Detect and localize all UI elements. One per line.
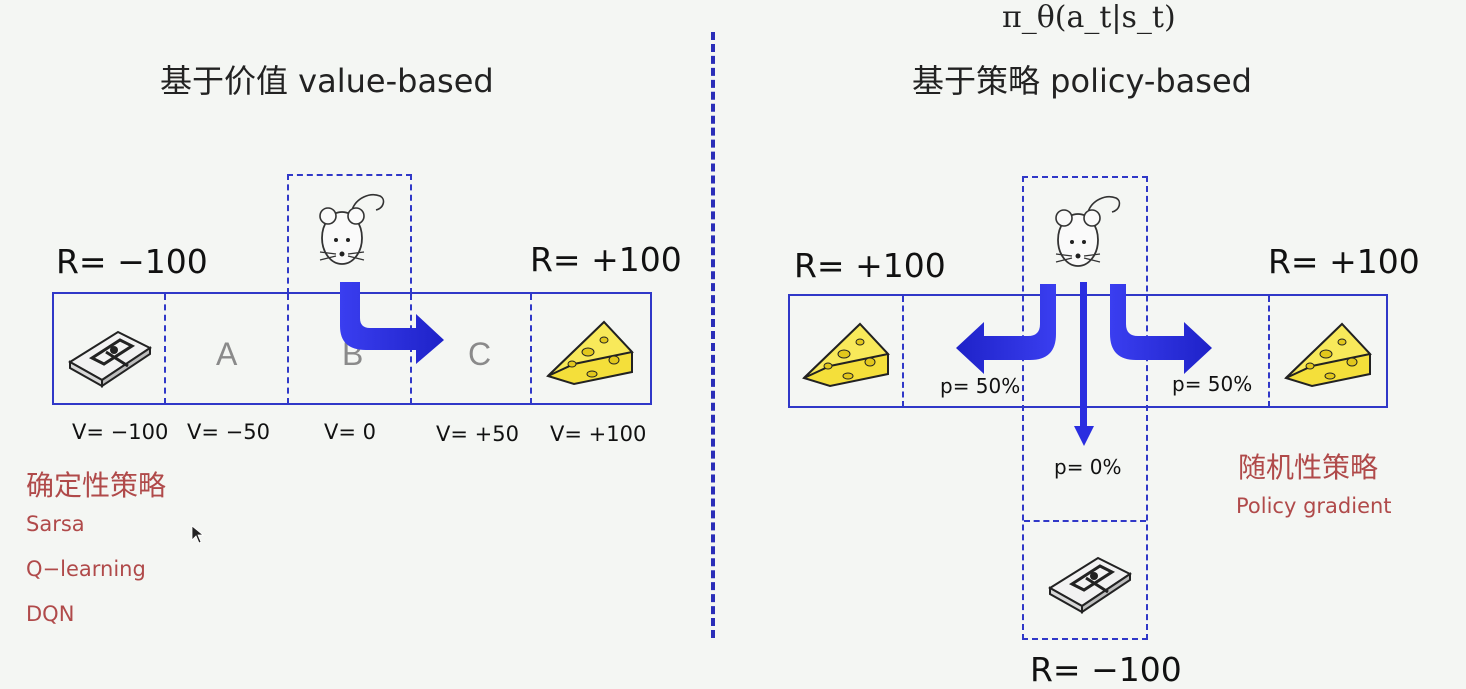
policy-formula: π_θ(a_t|s_t) (1002, 0, 1176, 35)
policy-column (1022, 176, 1148, 640)
policy-grid-divider (1268, 296, 1270, 407)
stochastic-policy-heading: 随机性策略 (1238, 451, 1379, 484)
cheese-icon (1284, 322, 1372, 388)
cheese-icon (546, 320, 634, 386)
probability-left-label: p= 50% (940, 374, 1021, 398)
mouse-icon (319, 194, 385, 265)
right-reward-left-cheese: R= +100 (794, 246, 946, 285)
left-reward-trap: R= −100 (56, 242, 208, 281)
move-left-arrow (956, 284, 1056, 374)
value-grid-divider (164, 294, 166, 404)
value-start-cell (287, 174, 412, 294)
cheese-icon (802, 322, 890, 388)
right-reward-right-cheese: R= +100 (1268, 242, 1420, 281)
value-label: V= 0 (324, 420, 376, 444)
center-divider (711, 32, 715, 638)
value-based-title: 基于价值 value-based (160, 62, 494, 100)
left-reward-cheese: R= +100 (530, 240, 682, 279)
mouse-cursor-icon (191, 525, 205, 544)
policy-column-divider (1024, 520, 1146, 522)
value-grid-divider (287, 294, 289, 404)
cell-a-label: A (216, 336, 238, 372)
algorithm-item-q-learning: Q−learning (26, 557, 146, 581)
value-label: V= +100 (550, 422, 647, 446)
value-label: V= +50 (436, 422, 519, 446)
value-grid-divider (530, 294, 532, 404)
right-reward-trap: R= −100 (1030, 650, 1182, 689)
move-right-arrow (1110, 284, 1212, 374)
algorithm-item-policy-gradient: Policy gradient (1236, 494, 1392, 518)
probability-right-label: p= 50% (1172, 372, 1253, 396)
policy-grid-divider (902, 296, 904, 407)
cell-c-label: C (468, 336, 492, 372)
algorithm-item-dqn: DQN (26, 602, 75, 626)
value-label: V= −100 (72, 420, 169, 444)
deterministic-policy-heading: 确定性策略 (26, 469, 167, 502)
policy-grid (788, 294, 1388, 408)
policy-based-title: 基于策略 policy-based (912, 62, 1252, 100)
probability-down-label: p= 0% (1054, 455, 1122, 479)
move-down-arrow (1074, 282, 1094, 446)
value-label: V= −50 (187, 420, 270, 444)
algorithm-item-sarsa: Sarsa (26, 512, 85, 536)
mouse-icon (1055, 196, 1121, 267)
mousetrap-icon (68, 330, 152, 388)
move-right-arrow (340, 282, 444, 364)
mousetrap-icon (1048, 556, 1132, 614)
